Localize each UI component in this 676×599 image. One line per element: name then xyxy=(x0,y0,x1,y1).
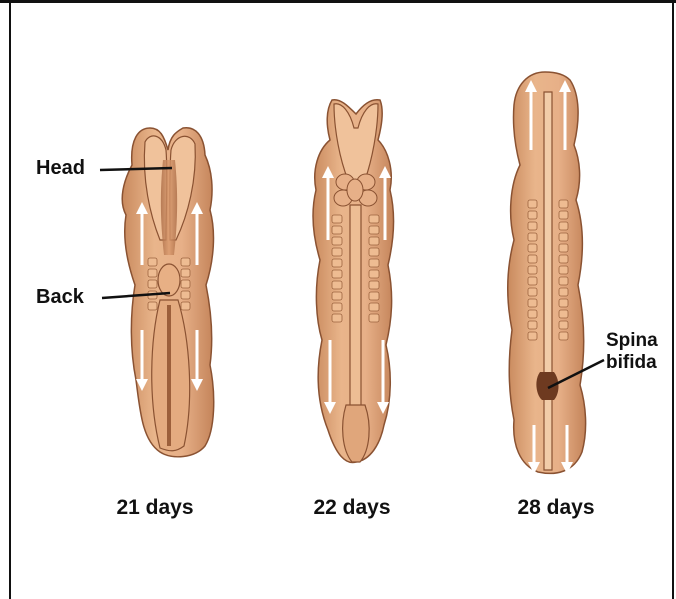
embryo-21-groove-upper xyxy=(161,160,177,255)
spina-bifida-label: Spina bifida xyxy=(606,330,658,374)
spina-bifida-label-line1: Spina xyxy=(606,330,658,352)
embryo-21-closure xyxy=(158,264,180,296)
embryo-28-spina-bifida-opening xyxy=(536,372,558,400)
embryo-28-neural-tube xyxy=(544,92,552,470)
embryo-28-days xyxy=(508,72,586,473)
head-label: Head xyxy=(36,157,85,180)
back-label: Back xyxy=(36,286,84,309)
stage-label-22-days: 22 days xyxy=(282,496,422,520)
embryo-22-days xyxy=(313,100,394,463)
stage-label-28-days: 28 days xyxy=(486,496,626,520)
stage-label-21-days: 21 days xyxy=(85,496,225,520)
spina-bifida-label-line2: bifida xyxy=(606,352,658,374)
embryo-22-neural-tube xyxy=(350,205,361,410)
embryo-22-brain-bulges xyxy=(334,174,377,206)
embryo-22-groove-lower xyxy=(343,405,370,462)
